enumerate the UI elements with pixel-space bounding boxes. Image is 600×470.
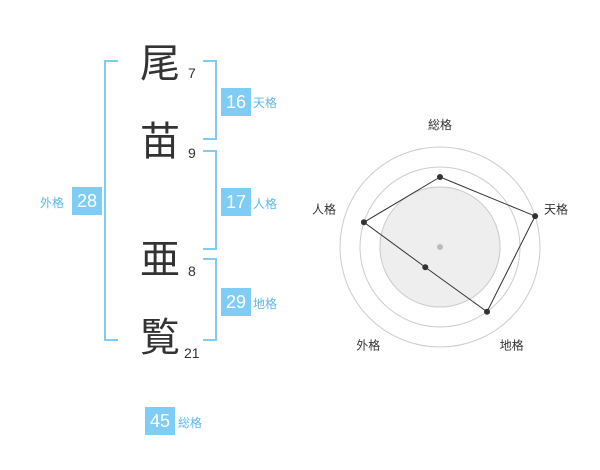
stroke-count-2: 9 bbox=[188, 145, 196, 161]
radar-point-1 bbox=[437, 174, 443, 180]
gaikaku-bracket bbox=[104, 60, 118, 341]
jinkaku-label: 人格 bbox=[253, 197, 278, 211]
radar-axis-label-2: 天格 bbox=[544, 201, 568, 216]
tenkaku-value: 16 bbox=[221, 88, 251, 116]
radar-point-4 bbox=[422, 264, 429, 271]
chikaku-label: 地格 bbox=[253, 297, 278, 311]
jinkaku-bracket bbox=[203, 150, 217, 250]
jinkaku-value: 17 bbox=[221, 188, 251, 216]
radar-point-5 bbox=[360, 219, 367, 226]
soukaku-value: 45 bbox=[145, 407, 175, 435]
gaikaku-value: 28 bbox=[72, 187, 102, 215]
radar-axis-label-3: 地格 bbox=[500, 338, 524, 353]
name-char-3: 亜 bbox=[140, 237, 180, 283]
radar-center-point bbox=[437, 244, 443, 250]
radar-axis-label-1: 総格 bbox=[428, 117, 452, 132]
chikaku-value: 29 bbox=[221, 288, 251, 316]
chikaku-bracket bbox=[203, 258, 217, 341]
radar-point-2 bbox=[532, 213, 539, 220]
radar-point-3 bbox=[484, 308, 491, 315]
name-char-4: 覧 bbox=[140, 315, 180, 361]
stroke-count-1: 7 bbox=[188, 65, 196, 81]
tenkaku-label: 天格 bbox=[253, 96, 278, 110]
radar-axis-label-4: 外格 bbox=[356, 338, 380, 353]
tenkaku-bracket bbox=[203, 60, 217, 140]
radar-ring bbox=[339, 146, 541, 348]
radar-axis-label-5: 人格 bbox=[312, 201, 336, 216]
name-char-2: 苗 bbox=[140, 119, 180, 165]
gaikaku-label: 外格 bbox=[40, 196, 65, 210]
name-char-1: 尾 bbox=[140, 41, 180, 87]
stroke-count-4: 21 bbox=[184, 345, 200, 361]
soukaku-label: 総格 bbox=[178, 416, 203, 430]
radar-series-line bbox=[363, 176, 536, 313]
stroke-count-3: 8 bbox=[188, 263, 196, 279]
